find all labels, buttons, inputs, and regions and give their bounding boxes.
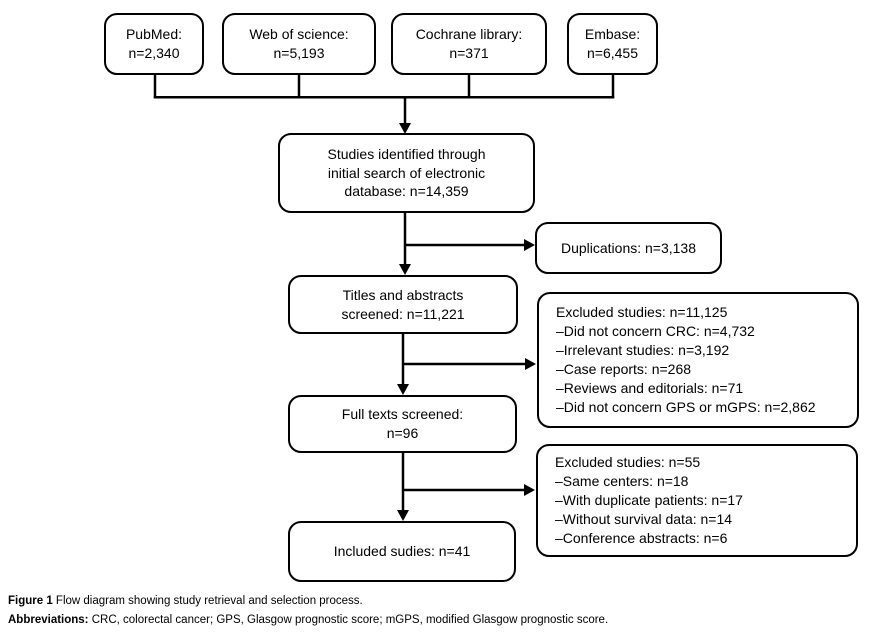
excluded1-line: Excluded studies: n=11,125 — [556, 304, 728, 320]
box-full-texts-line2: n=96 — [386, 425, 419, 441]
caption-abbreviations-line: Abbreviations: CRC, colorectal cancer; G… — [8, 611, 608, 630]
excluded2-line: –Same centers: n=18 — [555, 473, 689, 489]
excluded2-line: –Without survival data: n=14 — [555, 511, 733, 527]
box-duplications: Duplications: n=3,138 — [535, 222, 722, 274]
arrowhead-duplications — [524, 239, 535, 251]
box-excluded-studies-1: Excluded studies: n=11,125 –Did not conc… — [537, 292, 859, 428]
box-cochrane-count: n=371 — [449, 45, 489, 61]
excluded1-line: –Case reports: n=268 — [556, 361, 692, 377]
box-web-of-science: Web of science: n=5,193 — [222, 13, 376, 75]
box-web-of-science-label: Web of science: — [249, 26, 349, 43]
figure-caption: Figure 1 Flow diagram showing study retr… — [8, 592, 608, 629]
box-studies-identified-line2: initial search of electronic — [327, 164, 486, 181]
box-pubmed: PubMed: n=2,340 — [104, 13, 204, 75]
arrowhead-included — [397, 510, 409, 521]
caption-figure-text: Flow diagram showing study retrieval and… — [52, 595, 363, 607]
box-embase: Embase: n=6,455 — [567, 13, 658, 75]
box-web-of-science-count: n=5,193 — [273, 45, 325, 61]
arrowhead-titles — [399, 264, 411, 275]
excluded2-line: Excluded studies: n=55 — [555, 454, 701, 470]
arrowhead-excluded1 — [525, 358, 536, 370]
box-titles-abstracts-line1: Titles and abstracts — [342, 286, 464, 303]
box-excluded-studies-2: Excluded studies: n=55 –Same centers: n=… — [536, 444, 858, 557]
caption-figure-line: Figure 1 Flow diagram showing study retr… — [8, 592, 608, 611]
arrowhead-excluded2 — [524, 484, 535, 496]
arrowhead-identified — [399, 123, 411, 134]
excluded2-line: –With duplicate patients: n=17 — [555, 492, 743, 508]
box-titles-abstracts: Titles and abstracts screened: n=11,221 — [288, 275, 518, 334]
caption-figure-label: Figure 1 — [8, 595, 53, 607]
box-studies-identified-line1: Studies identified through — [327, 146, 486, 163]
box-included-studies-text: Included sudies: n=41 — [333, 543, 471, 560]
box-pubmed-label: PubMed: — [125, 26, 183, 43]
box-full-texts-line1: Full texts screened: — [341, 406, 464, 423]
arrowhead-fulltexts — [397, 384, 409, 395]
box-full-texts: Full texts screened: n=96 — [288, 395, 517, 453]
box-titles-abstracts-line2: screened: n=11,221 — [341, 305, 465, 322]
excluded1-line: –Irrelevant studies: n=3,192 — [556, 342, 730, 358]
box-pubmed-count: n=2,340 — [128, 45, 180, 61]
excluded2-line: –Conference abstracts: n=6 — [555, 530, 728, 546]
box-studies-identified-line3: database: n=14,359 — [344, 183, 469, 200]
box-cochrane: Cochrane library: n=371 — [391, 13, 547, 75]
excluded1-line: –Reviews and editorials: n=71 — [556, 380, 744, 396]
caption-abbreviations-text: CRC, colorectal cancer; GPS, Glasgow pro… — [88, 613, 609, 626]
box-cochrane-label: Cochrane library: — [415, 26, 523, 43]
excluded1-line: –Did not concern CRC: n=4,732 — [556, 323, 755, 339]
box-included-studies: Included sudies: n=41 — [288, 521, 516, 582]
caption-abbreviations-label: Abbreviations: — [8, 613, 89, 626]
box-embase-count: n=6,455 — [587, 45, 638, 61]
box-embase-label: Embase: — [584, 26, 641, 43]
excluded1-line: –Did not concern GPS or mGPS: n=2,862 — [556, 399, 816, 415]
box-studies-identified: Studies identified through initial searc… — [278, 133, 535, 213]
box-duplications-text: Duplications: n=3,138 — [560, 239, 697, 256]
